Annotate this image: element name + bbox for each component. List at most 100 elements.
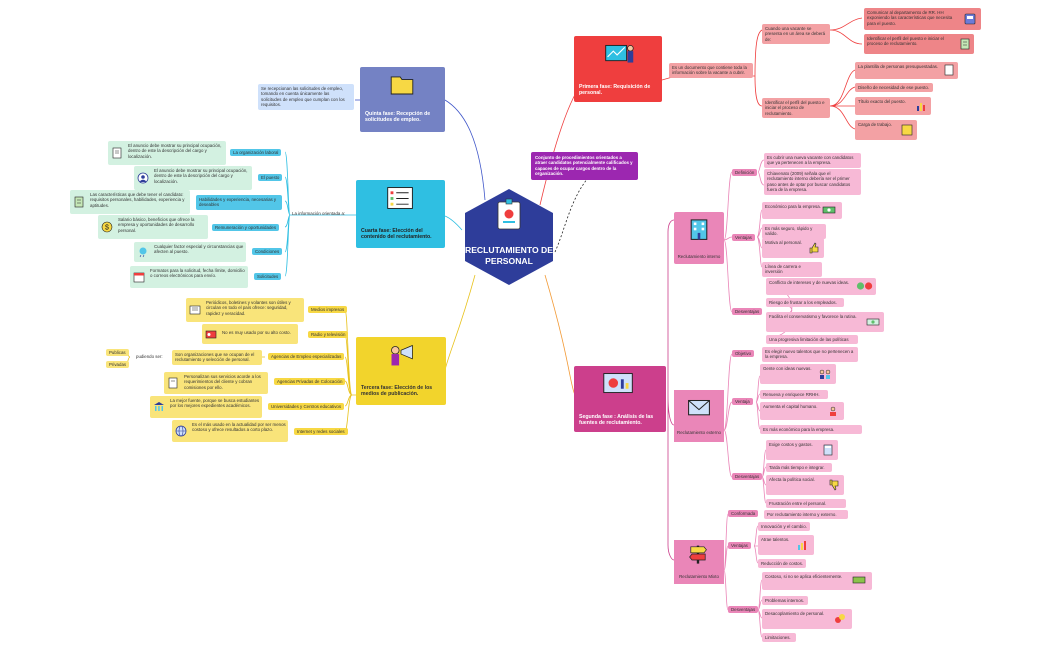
fase4-desc-4-text: Cualquier factor especial y circunstanci… — [154, 244, 244, 255]
fase4-desc-5-text: Formatos para la solicitud, fecha límite… — [150, 268, 245, 279]
interno-ventaja-1-text: Es más seguro, rápido y valido. — [765, 226, 813, 237]
fase3-desc-2: Son organizaciones que se ocupan de el r… — [172, 350, 262, 365]
fase5-node[interactable]: Quinta fase: Recepción de solicitudes de… — [360, 67, 445, 132]
fase4-desc-3: $ Salario básico, beneficios que ofrece … — [98, 215, 208, 239]
fase4-label-0: La organización laboral — [230, 149, 282, 157]
interno-def-1: Chiavenato (2009) señala que el reclutam… — [764, 169, 861, 195]
interno-desv-1: Riesgo de frustar a los empleados. — [766, 298, 844, 308]
fase1-b1-item-1-text: Identificar el perfil del puesto e inici… — [867, 36, 944, 47]
fase3-title: Tercera fase: Elección de los medios de … — [361, 385, 433, 398]
interno-desv-3: Una progresiva limitación de las polític… — [766, 335, 858, 345]
interno-def-label: Definición — [732, 169, 758, 177]
thumbs-up-icon — [809, 242, 819, 254]
interno-desv-2: Facilita el conservatismo y favorece la … — [766, 312, 884, 332]
check-cross-icon — [856, 282, 873, 290]
building-icon — [690, 219, 708, 240]
mixto-desv-0: Costoso, si no se aplica eficientemente. — [762, 572, 872, 590]
calculator-icon — [823, 444, 833, 456]
externo-desv-1: Tarda más tiempo e integrar. — [766, 463, 832, 473]
externo-node[interactable]: Reclutamiento externo — [674, 390, 724, 442]
central-hexagon — [465, 189, 553, 285]
interno-desv-2-text: Facilita el conservatismo y favorece la … — [769, 314, 857, 319]
fase4-desc-3-text: Salario básico, beneficios que ofrece la… — [118, 217, 195, 233]
mixto-desv-3: Limitaciones. — [762, 633, 796, 643]
interno-ventaja-1: Es más seguro, rápido y valido. — [762, 224, 826, 239]
mixto-desv-2: Desacoplamiento de personal. — [762, 609, 852, 629]
interno-desv-1-text: Riesgo de frustar a los empleados. — [769, 300, 837, 305]
file-icon — [168, 377, 178, 389]
fase4-label-2: Habilidades y experiencia, necesarias y … — [196, 195, 282, 210]
weather-icon — [139, 247, 147, 258]
fase4-desc-0-text: El anuncio debe mostrar su principal ocu… — [128, 143, 222, 159]
puzzle-icon — [835, 614, 845, 623]
externo-obj: Es elegir nuevo talentos que no pertenec… — [762, 347, 858, 362]
signpost-icon — [689, 545, 707, 564]
fase1-branch2: Identificar el perfil del puesto e inici… — [762, 98, 830, 119]
fase3-desc-4-text: La mejor fuente, porque se busca estudia… — [170, 398, 260, 409]
mixto-conf-label: Conformada — [728, 510, 759, 518]
fase4-desc-2: Las características que debe tener el ca… — [70, 190, 190, 214]
externo-desv-2-text: Afecta la política social. — [769, 477, 815, 482]
money-icon — [822, 206, 836, 214]
fase1-b2-item-3-text: Carga de trabajo. — [858, 122, 892, 127]
fase4-desc-1-text: El anuncio debe mostrar su principal ocu… — [154, 168, 248, 184]
fase5-desc-text: Se recepcionan las solicitudes de empleo… — [261, 86, 345, 108]
mixto-ventaja-1-text: Atrae talentos. — [761, 537, 790, 542]
fase4-label-4: Condiciones — [252, 248, 283, 256]
fase3-desc-0: Periódicos, boletines y volantes son úti… — [186, 298, 304, 322]
externo-ventaja-0: Gente con ideas nuevas. — [760, 364, 836, 384]
fase3-desc-3: Personalizan sus servicios acorde a los … — [164, 372, 268, 394]
fase4-title: Cuarta fase: Elección del contenido del … — [361, 228, 432, 241]
fase3-desc-4: La mejor fuente, porque se busca estudia… — [150, 396, 262, 418]
newspaper-icon — [189, 305, 201, 315]
externo-desv-2: Afecta la política social. — [766, 475, 844, 495]
fase1-b2-item-0: La plantilla de personas presupuestadas. — [855, 62, 958, 79]
externo-ventaja-2-text: Aumenta el capital humano. — [763, 404, 818, 409]
team-icon — [830, 406, 836, 416]
interno-def-0: Es cubrir una nueva vacante con candidat… — [764, 153, 861, 168]
mixto-ventaja-2: Reducción de costos. — [758, 559, 806, 569]
mixto-ventaja-1: Atrae talentos. — [758, 535, 814, 555]
interno-ventaja-0: Económico para la empresa. — [762, 202, 842, 219]
interno-def-1-text: Chiavenato (2009) señala que el reclutam… — [767, 171, 851, 193]
central-title: RECLUTAMIENTO DE PERSONAL — [464, 245, 553, 266]
bar-chart-icon — [917, 103, 925, 111]
banknote-icon — [852, 576, 866, 584]
fase4-orient: La información orientada a: — [292, 211, 346, 216]
note-icon — [901, 124, 913, 136]
fase4-label-5: Solicitudes — [254, 273, 282, 281]
interno-node[interactable]: Reclutamiento interno — [674, 212, 724, 264]
mixto-label: Reclutamiento Mixto — [679, 574, 719, 579]
interno-ventaja-2: Motiva al personal. — [762, 238, 824, 258]
fase4-label-3: Remuneración y oportunidades — [212, 224, 280, 232]
fase3-node[interactable]: Tercera fase: Elección de los medios de … — [356, 337, 446, 405]
calendar-icon — [133, 272, 145, 283]
mixto-desv-1: Problemas internos. — [762, 596, 808, 606]
fase1-node[interactable]: Primera fase: Requisición de personal. — [574, 36, 662, 102]
envelope-icon — [688, 399, 710, 416]
fase4-node[interactable]: Cuarta fase: Elección del contenido del … — [356, 180, 445, 248]
interno-ventajas-label: Ventajas — [732, 234, 755, 242]
interno-ventaja-2-text: Motiva al personal. — [765, 240, 802, 245]
mixto-desv-2-text: Desacoplamiento de personal. — [765, 611, 825, 616]
mixto-desv-1-text: Problemas internos. — [765, 598, 805, 603]
presentation-person-icon — [605, 44, 634, 63]
fase1-b2-item-2: Título exacto del puesto. — [855, 97, 931, 115]
growth-chart-icon — [798, 541, 806, 550]
interno-label: Reclutamiento interno — [677, 254, 721, 259]
fase5-title: Quinta fase: Recepción de solicitudes de… — [365, 111, 431, 124]
fase1-branch1-text: Cuando una vacante se presenta en un áre… — [765, 26, 826, 42]
definition-text: Conjunto de procedimientos orientados a … — [535, 155, 633, 177]
fase1-b1-item-1: Identificar el perfil del puesto e inici… — [864, 34, 974, 54]
mixto-node[interactable]: Reclutamiento Mixto — [674, 540, 724, 584]
radio-icon — [205, 330, 217, 339]
thumbs-down-icon — [829, 479, 839, 491]
fase2-title: Segunda fase : Análisis de las fuentes d… — [579, 414, 654, 427]
fase3-desc-3-text: Personalizan sus servicios acorde a los … — [184, 374, 261, 390]
externo-obj-text: Es elegir nuevo talentos que no pertenec… — [765, 349, 854, 360]
fase4-desc-5: Formatos para la solicitud, fecha límite… — [130, 266, 248, 288]
fase3-label-5: Internet y redes sociales — [294, 428, 348, 436]
definition-box: Conjunto de procedimientos orientados a … — [531, 152, 638, 180]
fase2-node[interactable]: Segunda fase : Análisis de las fuentes d… — [574, 366, 666, 432]
externo-desv-3: Frustración entre el personal. — [766, 499, 846, 509]
